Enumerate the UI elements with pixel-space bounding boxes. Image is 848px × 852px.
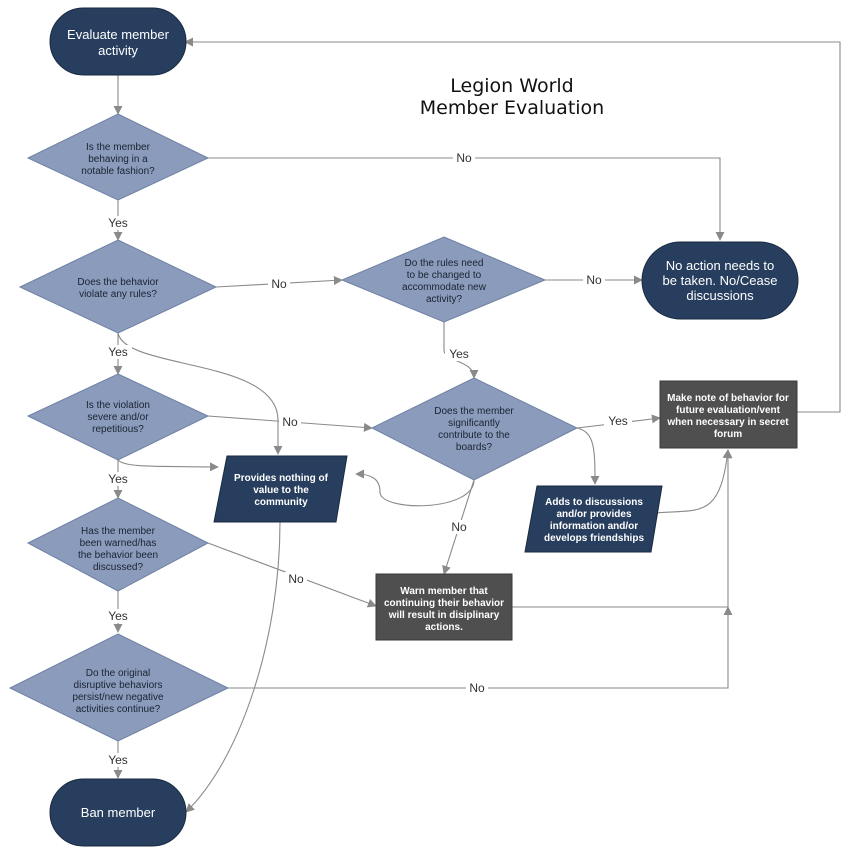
decision-persist-line-4: activities continue? (76, 704, 161, 715)
title-line-1: Legion World (450, 75, 573, 97)
provides-nothing-line-1: Provides nothing of (234, 473, 329, 484)
title-line-2: Member Evaluation (420, 97, 604, 119)
decision-notable-line-1: Is the member (86, 142, 151, 153)
edge-label-rules-change-yes: Yes (449, 347, 469, 361)
decision-persist: Do the original disruptive behaviors per… (8, 633, 230, 742)
provides-nothing-line-3: community (254, 497, 308, 508)
data-adds-discussions: Adds to discussions and/or provides info… (524, 485, 663, 553)
edge-severe-to-provides-nothing (117, 459, 219, 472)
start-terminal: Evaluate member activity (49, 7, 187, 76)
process-warn-member: Warn member that continuing their behavi… (375, 573, 513, 641)
adds-discussions-line-1: Adds to discussions (545, 497, 643, 508)
decision-warned: Has the member been warned/has the behav… (26, 497, 210, 592)
edge-label-rules-change-no: No (586, 273, 602, 287)
warn-member-line-3: will result in disiplinary (388, 610, 500, 621)
adds-discussions-line-3: information and/or (550, 521, 638, 532)
edge-label-severe-yes: Yes (108, 472, 128, 486)
edge-labels: No Yes No No Yes Yes No Yes Yes No No Ye… (104, 151, 632, 767)
ban-terminal: Ban member (49, 778, 187, 847)
edge-notable-no (208, 157, 725, 241)
decision-rules-change-line-4: activity? (426, 294, 463, 305)
edge-provides-nothing-to-ban (185, 521, 281, 813)
warn-member-line-2: continuing their behavior (384, 598, 504, 609)
decision-warned-line-3: the behavior been (78, 550, 158, 561)
edge-contribute-to-adds (576, 427, 600, 485)
edge-note-to-start (184, 37, 841, 413)
decision-rules-change-line-3: accommodate new (402, 282, 487, 293)
decision-severe-line-3: repetitious? (92, 424, 144, 435)
decision-persist-line-3: persist/new negative (72, 692, 164, 703)
provides-nothing-line-2: value to the (253, 485, 309, 496)
decision-notable-behavior: Is the member behaving in a notable fash… (26, 113, 210, 201)
data-provides-nothing: Provides nothing of value to the communi… (213, 455, 348, 523)
edge-label-persist-no: No (469, 681, 485, 695)
decision-persist-line-2: disruptive behaviors (74, 680, 163, 691)
process-make-note: Make note of behavior for future evaluat… (659, 380, 798, 449)
decision-notable-line-3: notable fashion? (81, 166, 155, 177)
warn-member-line-4: actions. (425, 622, 463, 633)
start-terminal-line-2: activity (98, 43, 138, 58)
no-action-terminal: No action needs to be taken. No/Cease di… (641, 241, 799, 320)
edge-label-persist-yes: Yes (108, 753, 128, 767)
decision-violate-line-2: violate any rules? (79, 289, 157, 300)
decision-contribute-line-1: Does the member (434, 406, 514, 417)
edge-persist-no (228, 606, 733, 689)
decision-rules-change-line-1: Do the rules need (405, 258, 484, 269)
edge-label-warned-yes: Yes (108, 609, 128, 623)
start-terminal-line-1: Evaluate member (67, 27, 170, 42)
decision-warned-line-2: been warned/has (80, 538, 157, 549)
no-action-line-3: discussions (686, 288, 754, 303)
decision-severe-line-2: severe and/or (87, 412, 149, 423)
decision-contribute: Does the member significantly contribute… (370, 377, 579, 481)
decision-notable-line-2: behaving in a (88, 154, 148, 165)
decision-severe-violation: Is the violation severe and/or repetitio… (26, 373, 210, 461)
decision-contribute-line-4: boards? (456, 442, 493, 453)
edge-adds-to-note (654, 449, 732, 514)
make-note-line-3: when necessary in secret (666, 417, 789, 428)
make-note-line-1: Make note of behavior for (667, 393, 789, 404)
warn-member-line-1: Warn member that (400, 586, 488, 597)
decision-severe-line-1: Is the violation (86, 400, 150, 411)
make-note-line-2: future evaluation/vent (676, 405, 781, 416)
edge-label-contribute-no: No (451, 520, 467, 534)
adds-discussions-line-4: develops friendships (544, 533, 644, 544)
no-action-line-2: be taken. No/Cease (663, 273, 778, 288)
edge-label-warned-no: No (288, 572, 304, 586)
adds-discussions-line-2: and/or provides (556, 509, 631, 520)
decision-violate-line-1: Does the behavior (77, 277, 159, 288)
no-action-line-1: No action needs to (666, 258, 774, 273)
edge-label-violate-yes: Yes (108, 345, 128, 359)
edge-label-notable-no: No (456, 151, 472, 165)
edge-label-violate-no: No (271, 277, 287, 291)
edge-label-notable-yes: Yes (108, 216, 128, 230)
edge-label-severe-no: No (282, 415, 298, 429)
decision-persist-line-1: Do the original (86, 668, 150, 679)
edge-contribute-to-provides-nothing (355, 469, 475, 507)
decision-contribute-line-2: significantly (448, 418, 500, 429)
decision-rules-change-line-2: to be changed to (407, 270, 482, 281)
decision-warned-line-4: discussed? (93, 562, 143, 573)
decision-rules-change: Do the rules need to be changed to accom… (340, 236, 547, 323)
edge-label-contribute-yes: Yes (608, 414, 628, 428)
decision-violate-rules: Does the behavior violate any rules? (18, 239, 218, 334)
decision-contribute-line-3: contribute to the (438, 430, 510, 441)
decision-warned-line-1: Has the member (81, 526, 156, 537)
diagram-title: Legion World Member Evaluation (420, 75, 604, 119)
ban-terminal-label: Ban member (81, 805, 156, 820)
make-note-line-4: forum (714, 429, 742, 440)
